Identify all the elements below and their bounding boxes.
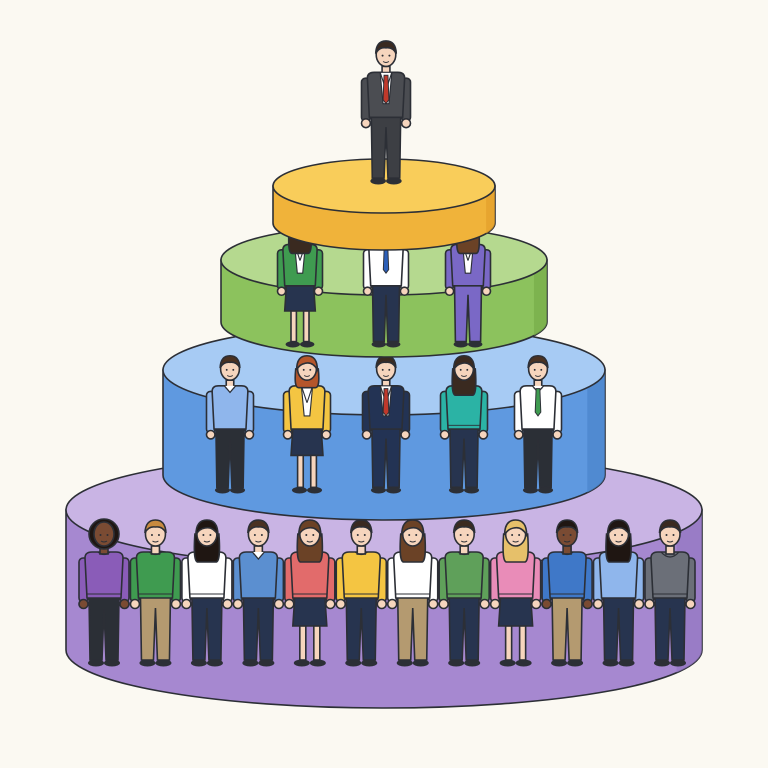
tier-top-shade — [486, 186, 495, 234]
person-base-9 — [489, 519, 542, 667]
people-row-base — [78, 518, 696, 667]
tier-second-shade — [533, 260, 547, 336]
person-third-1 — [205, 354, 255, 494]
person-base-8 — [438, 519, 490, 667]
person-apex-executive — [360, 40, 412, 185]
person-base-7 — [386, 519, 439, 667]
tier-third-shade — [587, 370, 605, 493]
people-row-third — [205, 354, 563, 494]
person-base-4 — [232, 519, 285, 667]
people-row-apex — [360, 40, 412, 185]
person-base-10 — [541, 519, 593, 667]
person-base-5 — [284, 519, 336, 667]
person-base-11 — [592, 519, 645, 667]
person-base-3 — [181, 519, 233, 667]
person-base-12 — [644, 519, 696, 667]
person-third-4 — [439, 354, 489, 494]
tier-top — [272, 158, 496, 251]
person-base-6 — [335, 519, 388, 667]
person-third-5 — [513, 354, 563, 494]
person-third-2 — [282, 354, 332, 494]
person-base-1 — [78, 518, 130, 667]
person-third-3 — [361, 354, 411, 494]
person-base-2 — [129, 519, 182, 667]
